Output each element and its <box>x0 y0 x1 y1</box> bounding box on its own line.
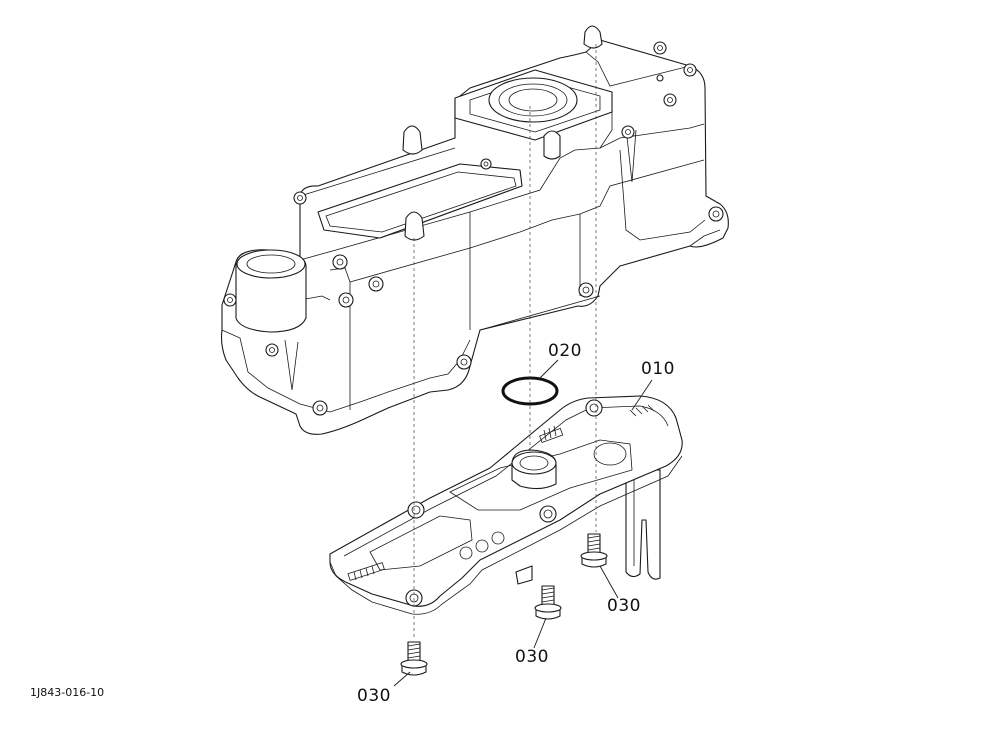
label-010: 010 <box>641 359 675 379</box>
label-030-center: 030 <box>515 647 549 667</box>
drawing-code: 1J843-016-10 <box>30 686 105 699</box>
bolt-030-left <box>400 641 428 676</box>
label-030-right: 030 <box>607 596 641 616</box>
leader-lines <box>393 359 653 687</box>
housing <box>220 25 729 435</box>
bolt-030-center <box>534 585 562 620</box>
assembly-centerlines <box>413 44 597 640</box>
housing-bolt-holes <box>223 41 724 416</box>
label-030-left: 030 <box>357 686 391 706</box>
bolt-030-right <box>580 533 608 568</box>
label-020: 020 <box>548 341 582 361</box>
plate-010 <box>329 395 683 615</box>
